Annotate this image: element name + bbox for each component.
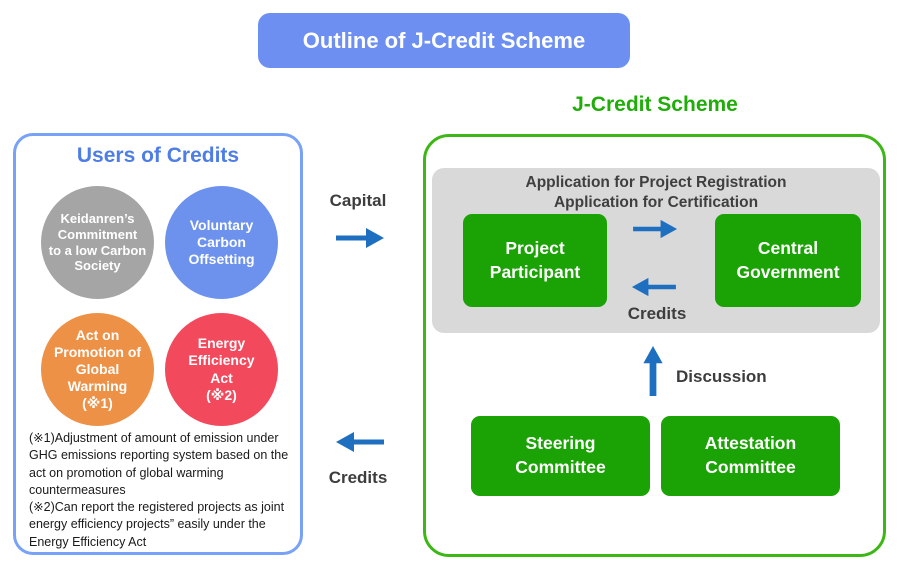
circle-keidanren-label: Keidanren’s Commitment to a low Carbon S… xyxy=(48,210,147,274)
central-government-box: Central Government xyxy=(715,214,861,307)
circle-warming-label: Act on Promotion of Global Warming (※1) xyxy=(53,326,142,412)
steering-committee-label: Steering Committee xyxy=(515,433,606,477)
users-of-credits-title: Users of Credits xyxy=(76,144,240,167)
attestation-committee-box: Attestation Committee xyxy=(661,416,840,496)
credits-return-arrow-left-icon xyxy=(629,276,677,298)
application-line-2: Application for Certification xyxy=(553,194,759,211)
title-banner-label: Outline of J-Credit Scheme xyxy=(302,27,586,53)
circle-energy-label: Energy Efficiency Act (※2) xyxy=(188,335,255,403)
capital-label: Capital xyxy=(329,191,387,210)
application-arrow-right-icon xyxy=(632,218,680,240)
footnote-1: (※1)Adjustment of amount of emission und… xyxy=(29,431,289,497)
steering-committee-box: Steering Committee xyxy=(471,416,650,496)
users-of-credits-panel: Users of Credits Keidanren’s Commitment … xyxy=(13,133,303,555)
project-participant-box: Project Participant xyxy=(463,214,607,307)
title-banner: Outline of J-Credit Scheme xyxy=(258,13,630,68)
application-box: Application for Project Registration App… xyxy=(432,168,880,333)
credits-flow-label: Credits xyxy=(328,468,388,487)
capital-arrow-right-icon xyxy=(336,226,386,250)
footnotes: (※1)Adjustment of amount of emission und… xyxy=(29,430,301,551)
application-line-1: Application for Project Registration xyxy=(525,174,787,191)
discussion-arrow-up-icon xyxy=(641,346,665,396)
credits-arrow-left-icon xyxy=(334,430,384,454)
footnote-2: (※2)Can report the registered projects a… xyxy=(29,500,285,549)
attestation-committee-label: Attestation Committee xyxy=(704,433,797,477)
inner-credits-label: Credits xyxy=(627,304,687,323)
circle-act-on-promotion-global-warming: Act on Promotion of Global Warming (※1) xyxy=(41,313,154,426)
circle-keidanren-commitment: Keidanren’s Commitment to a low Carbon S… xyxy=(41,186,154,299)
discussion-label: Discussion xyxy=(676,367,767,386)
j-credit-scheme-title: J-Credit Scheme xyxy=(572,93,738,116)
j-credit-scheme-panel: Application for Project Registration App… xyxy=(423,134,886,557)
project-participant-label: Project Participant xyxy=(489,237,581,282)
circle-energy-efficiency-act: Energy Efficiency Act (※2) xyxy=(165,313,278,426)
circle-voluntary-carbon-offsetting: Voluntary Carbon Offsetting xyxy=(165,186,278,299)
circle-voluntary-label: Voluntary Carbon Offsetting xyxy=(188,216,255,268)
central-government-label: Central Government xyxy=(736,237,840,282)
